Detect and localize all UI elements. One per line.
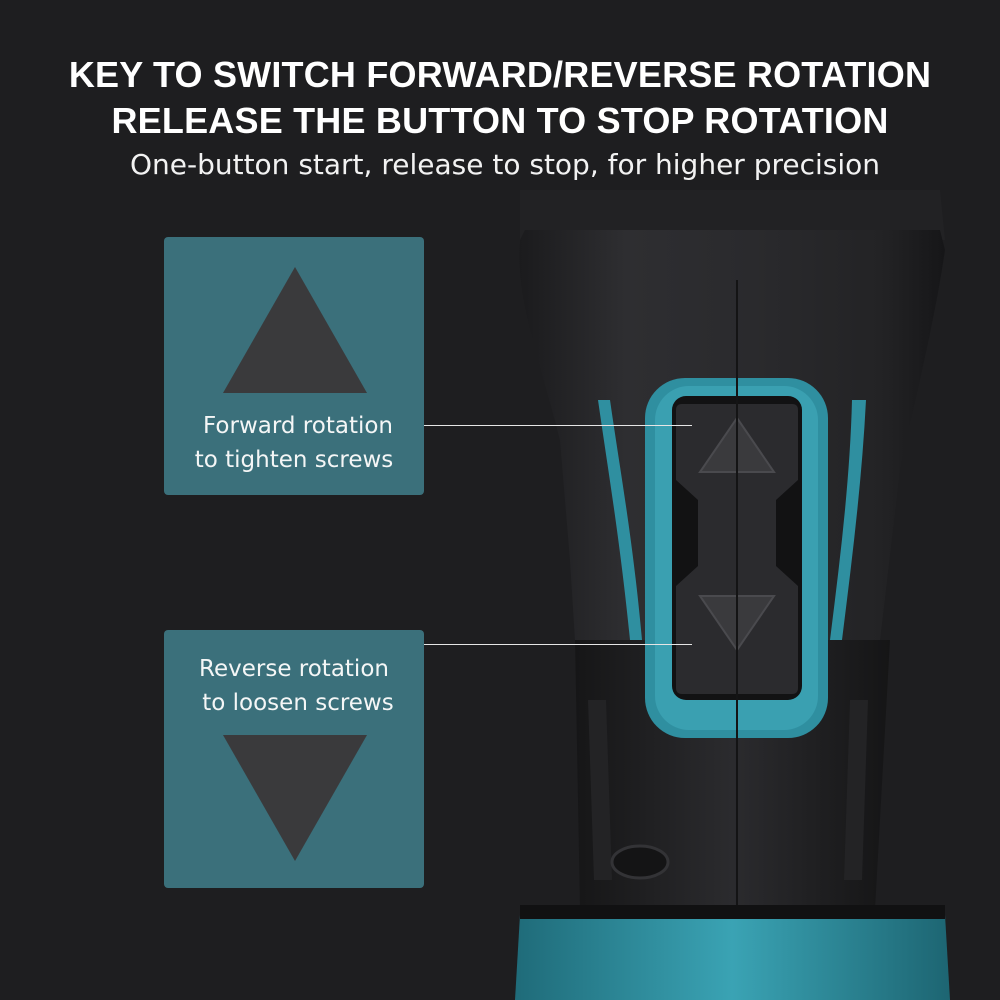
forward-rotation-label: Forward rotation xyxy=(203,413,393,439)
reverse-rotation-card: Reverse rotation to loosen screws xyxy=(164,630,424,888)
triangle-up-icon xyxy=(223,267,367,393)
forward-rotation-card: Forward rotation to tighten screws xyxy=(164,237,424,495)
reverse-rotation-label: Reverse rotation xyxy=(199,656,389,682)
subtitle: One-button start, release to stop, for h… xyxy=(129,148,881,181)
forward-rotation-description: to tighten screws xyxy=(194,447,394,473)
triangle-down-icon xyxy=(223,735,367,861)
headline-line-1: KEY TO SWITCH FORWARD/REVERSE ROTATION xyxy=(68,54,932,95)
headline-line-2: RELEASE THE BUTTON TO STOP ROTATION xyxy=(111,100,889,141)
reverse-rotation-description: to loosen screws xyxy=(202,690,394,716)
reverse-callout-line xyxy=(424,644,692,645)
forward-callout-line xyxy=(424,425,692,426)
